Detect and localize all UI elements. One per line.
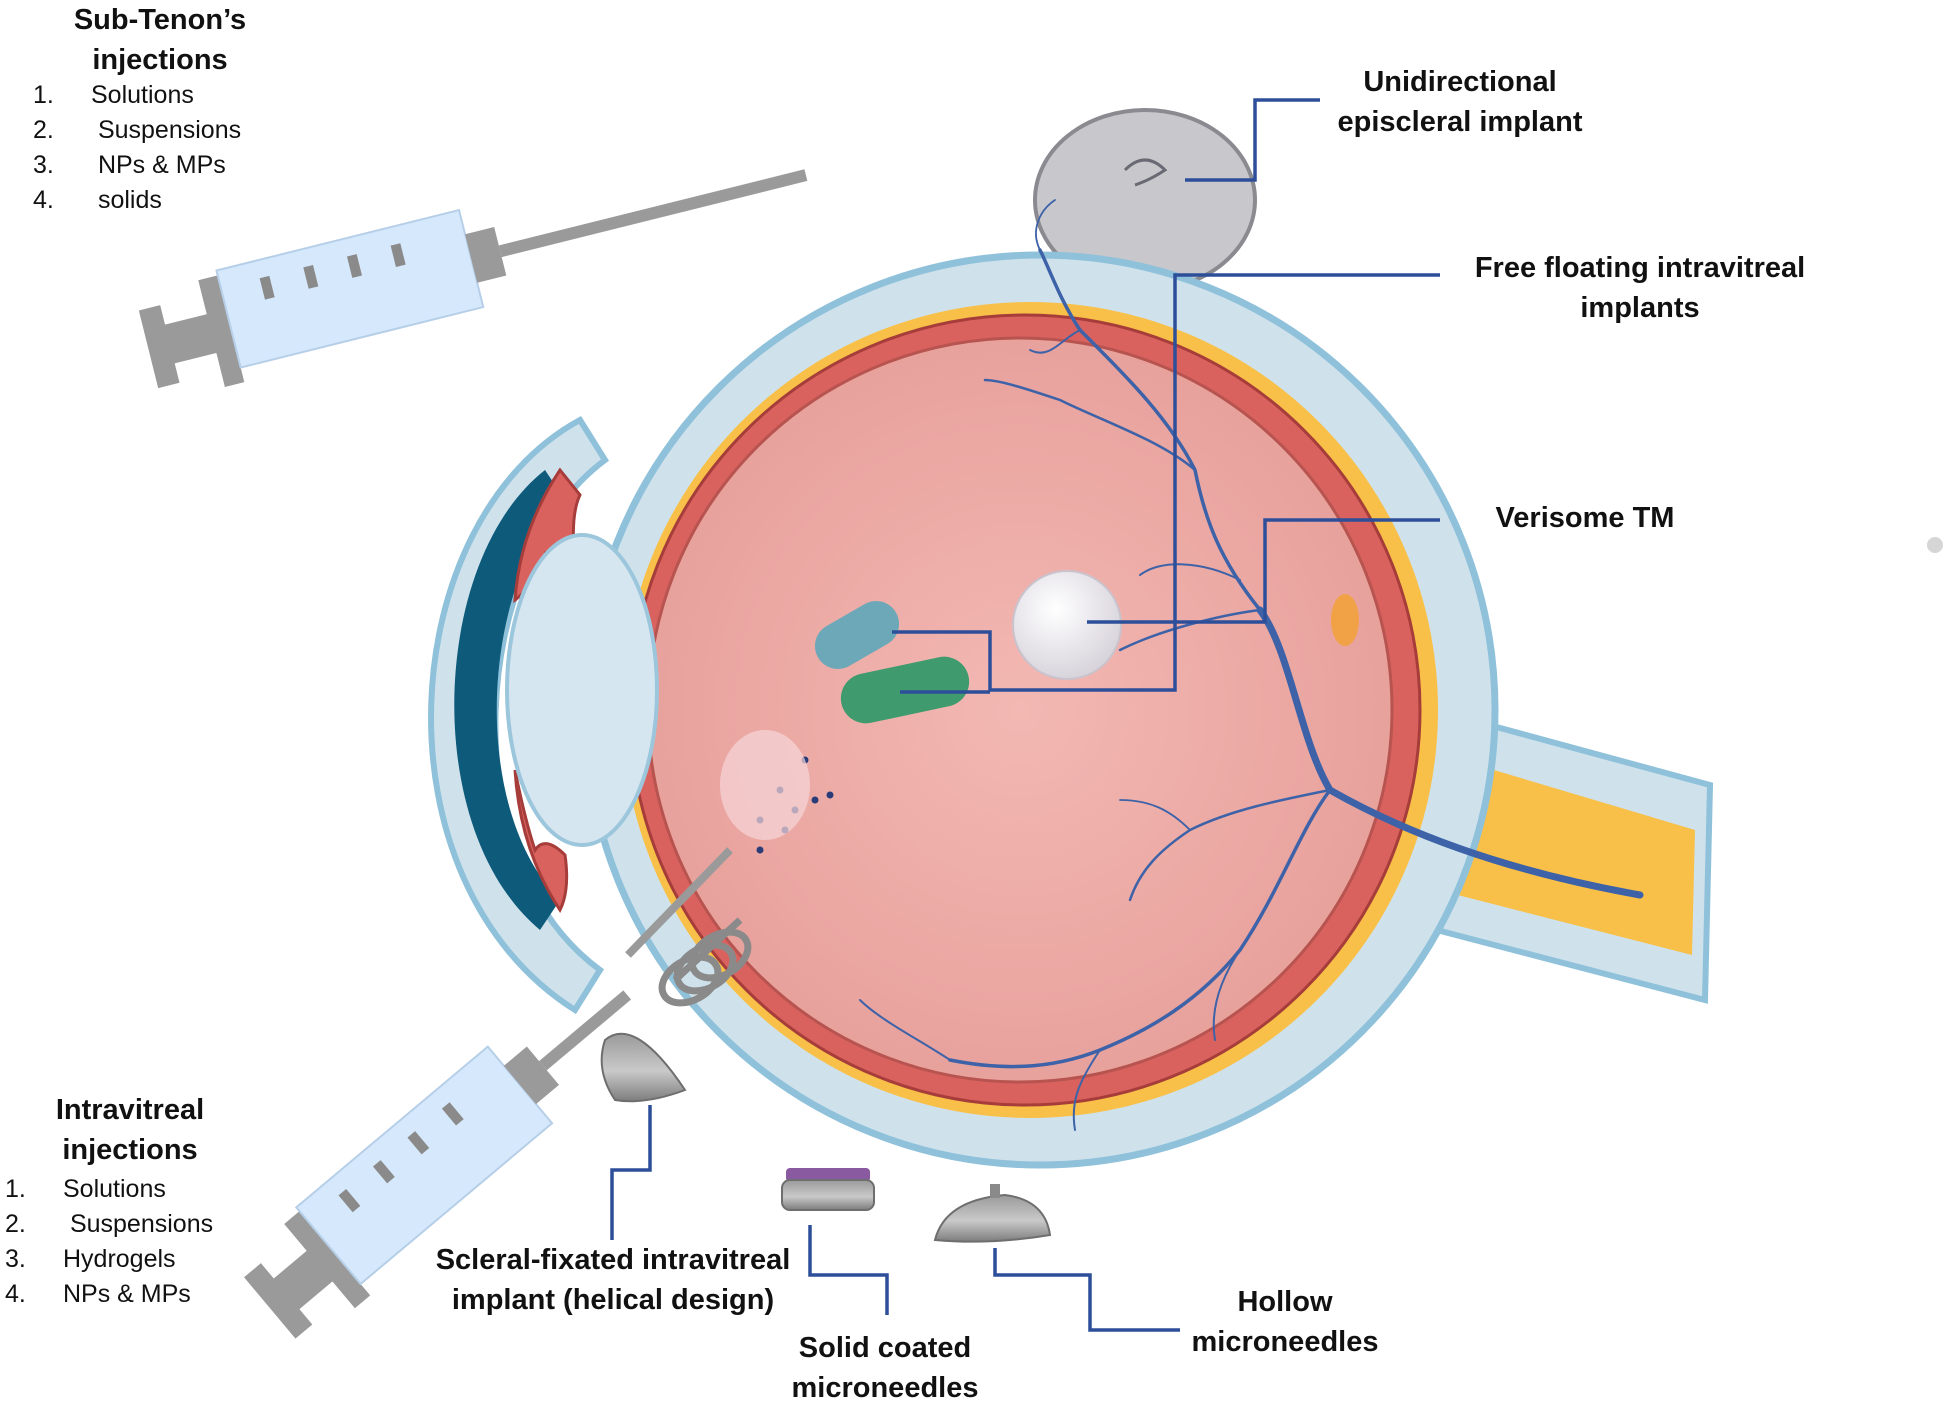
leader-hollow bbox=[993, 1248, 1180, 1332]
intravitreal-syringe bbox=[244, 990, 632, 1339]
leader-scleral bbox=[610, 1105, 652, 1240]
verisome-sphere bbox=[1012, 570, 1122, 680]
sub-tenon-title: Sub-Tenon’s injections bbox=[60, 0, 260, 80]
implant-rod-green bbox=[840, 656, 970, 724]
list-item: 4.NPs & MPs bbox=[5, 1280, 191, 1308]
label-episcleral-implant: Unidirectional episcleral implant bbox=[1337, 66, 1583, 138]
leader-solid-coated bbox=[808, 1225, 889, 1315]
solid-coated-microneedle bbox=[781, 1168, 875, 1211]
label-free-floating-implants: Free floating intravitreal implants bbox=[1474, 252, 1806, 324]
label-scleral-fixated-implant: Scleral-fixated intravitreal implant (he… bbox=[435, 1244, 791, 1316]
anterior-chamber bbox=[454, 470, 565, 930]
sub-tenon-list: 1.Solutions 2. Suspensions 3. NPs & MPs … bbox=[33, 78, 241, 218]
list-item: 4. solids bbox=[33, 186, 162, 214]
intravitreal-title-line1: Intravitreal bbox=[55, 1094, 205, 1126]
retinal-vessels bbox=[859, 199, 1644, 1131]
sub-tenon-title-line1: Sub-Tenon’s bbox=[73, 4, 247, 36]
intravitreal-needle bbox=[625, 847, 733, 958]
list-item: 1.Solutions bbox=[5, 1175, 166, 1203]
implant-rod-blue bbox=[814, 601, 900, 669]
intravitreal-title-line2: injections bbox=[62, 1134, 198, 1166]
scleral-microneedle-cap bbox=[600, 1032, 687, 1103]
vitreous bbox=[646, 336, 1394, 1084]
list-item: 3. NPs & MPs bbox=[33, 151, 226, 179]
lens bbox=[505, 533, 659, 847]
intravitreal-title: Intravitreal injections bbox=[30, 1090, 230, 1170]
label-verisome: Verisome TM bbox=[1495, 502, 1675, 534]
list-item: 1.Solutions bbox=[33, 81, 194, 109]
leader-verisome bbox=[1087, 518, 1440, 624]
drug-cloud bbox=[720, 730, 810, 840]
list-item: 2. Suspensions bbox=[5, 1210, 214, 1238]
leader-lines bbox=[610, 98, 1440, 1332]
sub-tenon-syringe bbox=[138, 169, 808, 389]
hollow-microneedle bbox=[933, 1193, 1052, 1243]
intravitreal-list: 1.Solutions 2. Suspensions 3.Hydrogels 4… bbox=[5, 1172, 213, 1312]
leader-free-floating bbox=[892, 273, 1440, 692]
label-hollow-microneedles: Hollow microneedles bbox=[1191, 1286, 1379, 1358]
leader-episcleral bbox=[1185, 98, 1320, 182]
fovea bbox=[1331, 594, 1359, 646]
helical-implant bbox=[658, 917, 752, 1007]
list-item: 2. Suspensions bbox=[33, 116, 242, 144]
sub-tenon-title-line2: injections bbox=[92, 44, 228, 76]
list-item: 3.Hydrogels bbox=[5, 1245, 176, 1273]
ciliary-body-lower bbox=[513, 769, 569, 913]
label-solid-coated-microneedles: Solid coated microneedles bbox=[791, 1332, 979, 1404]
